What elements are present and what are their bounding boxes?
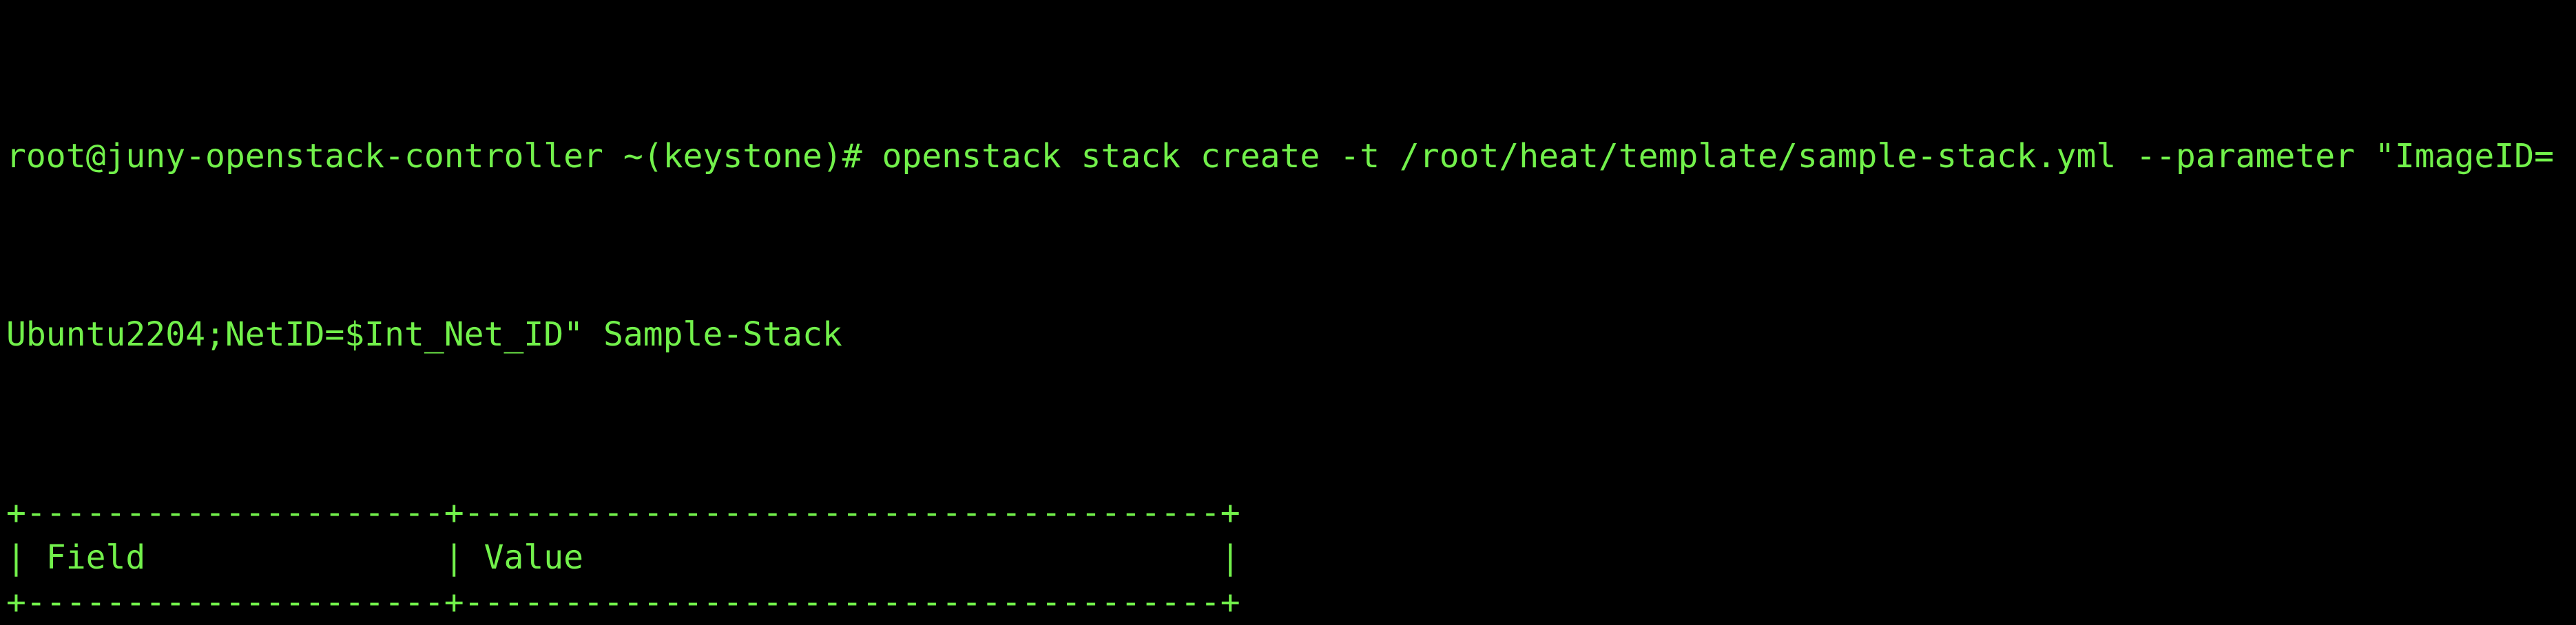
shell-prompt: root@juny-openstack-controller ~(keyston… (6, 136, 882, 176)
command-line-wrap-2: Ubuntu2204;NetID=$Int_Net_ID" Sample-Sta… (6, 312, 2576, 357)
command-text-wrap-1: openstack stack create -t /root/heat/tem… (882, 136, 2554, 176)
command-line-wrap-1: root@juny-openstack-controller ~(keyston… (6, 134, 2576, 179)
table-header-line: | Field | Value | (6, 538, 1240, 578)
table-border-line: +---------------------+-----------------… (6, 582, 1240, 622)
table-border-line: +---------------------+-----------------… (6, 494, 1240, 533)
command-text-wrap-2: Ubuntu2204;NetID=$Int_Net_ID" Sample-Sta… (6, 315, 842, 354)
stack-create-output-table: +---------------------+-----------------… (6, 491, 2576, 625)
